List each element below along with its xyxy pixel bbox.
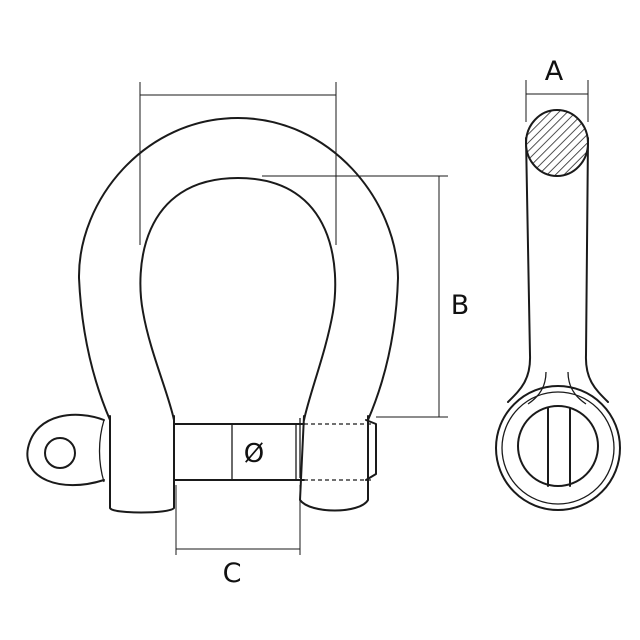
right-eye <box>299 415 369 512</box>
eye-hole <box>44 437 76 469</box>
bow-outer-outline <box>77 117 399 421</box>
label-a: A <box>545 56 564 87</box>
pin-head-slot <box>547 407 571 487</box>
label-c: C <box>223 558 242 589</box>
side-eye-outer <box>495 385 621 511</box>
side-eye-inner <box>517 405 599 487</box>
shackle-front-view <box>26 117 399 514</box>
left-eye <box>26 413 175 514</box>
section-hatch <box>525 109 589 177</box>
label-b: B <box>451 290 470 321</box>
side-bow-outline <box>507 137 532 403</box>
bow-inner-outline <box>139 177 337 421</box>
shackle-pin <box>173 419 377 481</box>
label-diameter: Ø <box>244 439 264 469</box>
shackle-side-view <box>495 109 621 511</box>
dimension-lines <box>139 80 589 555</box>
